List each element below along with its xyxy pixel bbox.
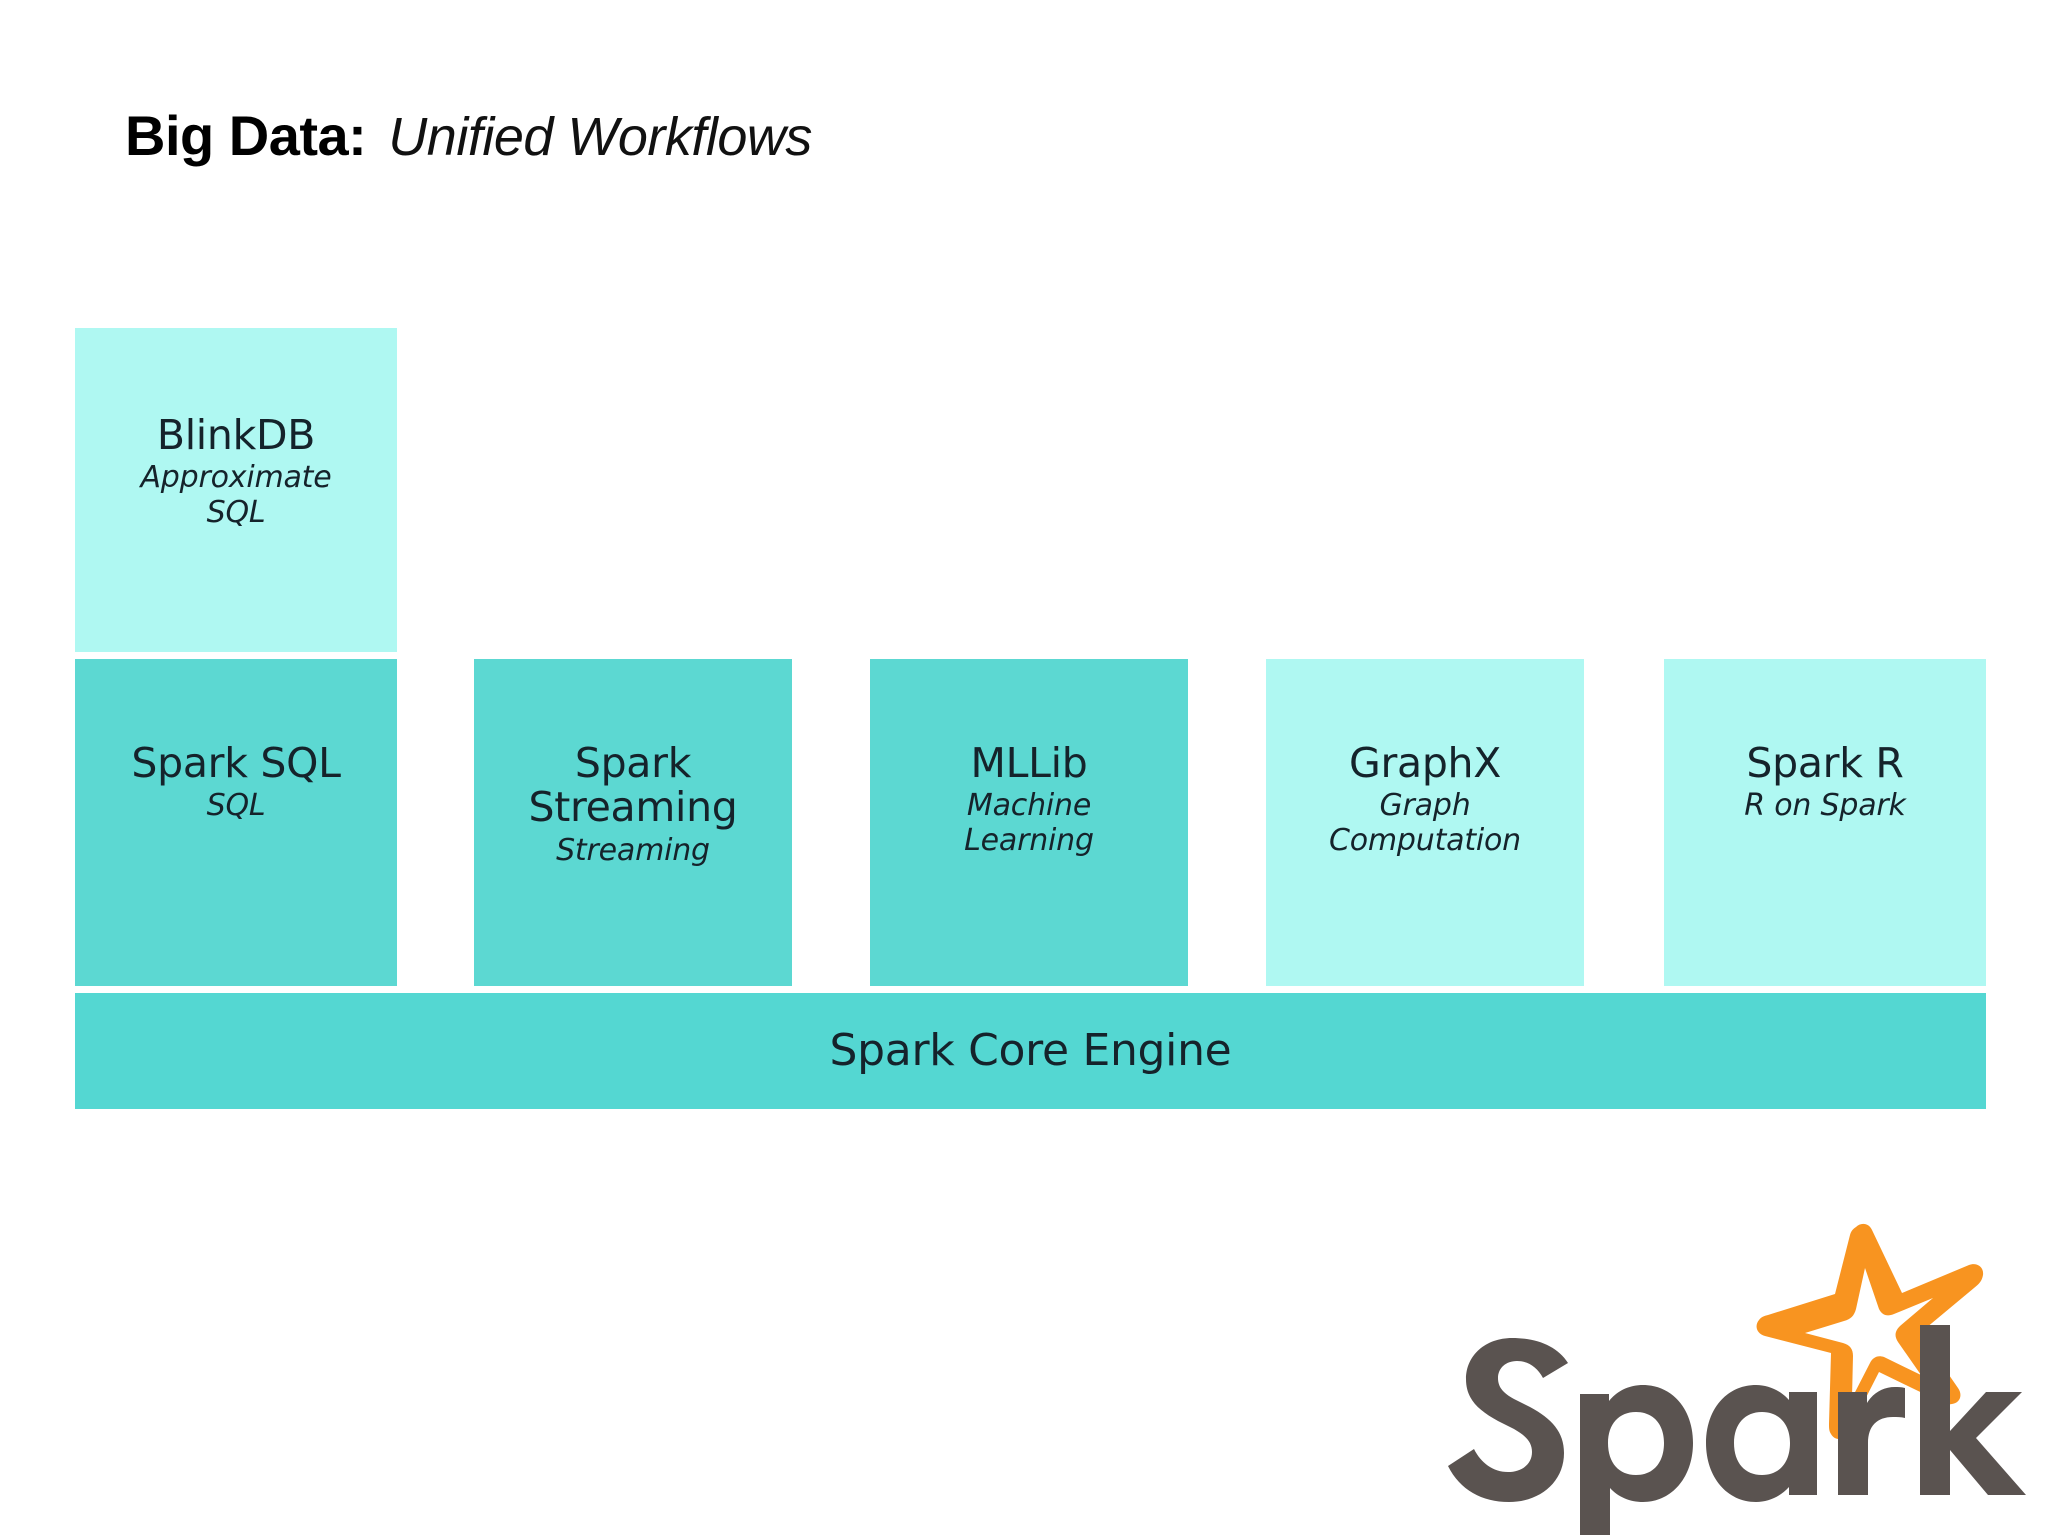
spark-wordmark (1448, 1325, 2026, 1535)
stack-box-spark-sql-subtitle-line1: SQL (206, 788, 266, 824)
stack-box-graphx[interactable]: GraphX Graph Computation (1266, 659, 1584, 986)
stack-box-blinkdb[interactable]: BlinkDB Approximate SQL (75, 328, 397, 652)
stack-box-graphx-subtitle-line1: Graph (1379, 788, 1471, 824)
stack-box-spark-sql-title: Spark SQL (131, 739, 341, 787)
stack-box-graphx-subtitle-line2: Computation (1329, 822, 1521, 858)
stack-box-spark-streaming-subtitle-line1: Streaming (556, 832, 710, 868)
stack-box-mllib-subtitle-line2: Learning (964, 822, 1094, 858)
stack-box-mllib-subtitle-line1: Machine (966, 788, 1092, 824)
stack-box-spark-r-title: Spark R (1746, 739, 1904, 787)
stack-box-spark-r-subtitle-line1: R on Spark (1744, 788, 1906, 824)
stack-box-blinkdb-subtitle-line1: Approximate (140, 460, 332, 496)
page-title: Big Data: Unified Workflows (125, 107, 812, 167)
stack-box-graphx-title: GraphX (1348, 739, 1502, 787)
stack-box-spark-streaming-title-line2: Streaming (528, 783, 738, 832)
stack-box-core-engine-title: Spark Core Engine (829, 1025, 1232, 1077)
stack-box-spark-streaming-title-line1: Spark (574, 739, 692, 787)
page-title-emphasis: Unified Workflows (388, 107, 812, 167)
page-title-strong: Big Data: (125, 104, 367, 167)
stack-box-spark-sql[interactable]: Spark SQL SQL (75, 659, 397, 986)
stack-box-core-engine[interactable]: Spark Core Engine (75, 993, 1986, 1109)
stack-box-mllib[interactable]: MLLib Machine Learning (870, 659, 1188, 986)
stack-box-spark-r[interactable]: Spark R R on Spark (1664, 659, 1986, 986)
stack-box-blinkdb-title: BlinkDB (156, 411, 316, 459)
stack-box-mllib-title: MLLib (970, 739, 1088, 787)
stack-box-spark-streaming[interactable]: Spark Streaming Streaming (474, 659, 792, 986)
stack-box-blinkdb-subtitle-line2: SQL (206, 494, 266, 530)
spark-logo (1420, 1205, 2040, 1535)
